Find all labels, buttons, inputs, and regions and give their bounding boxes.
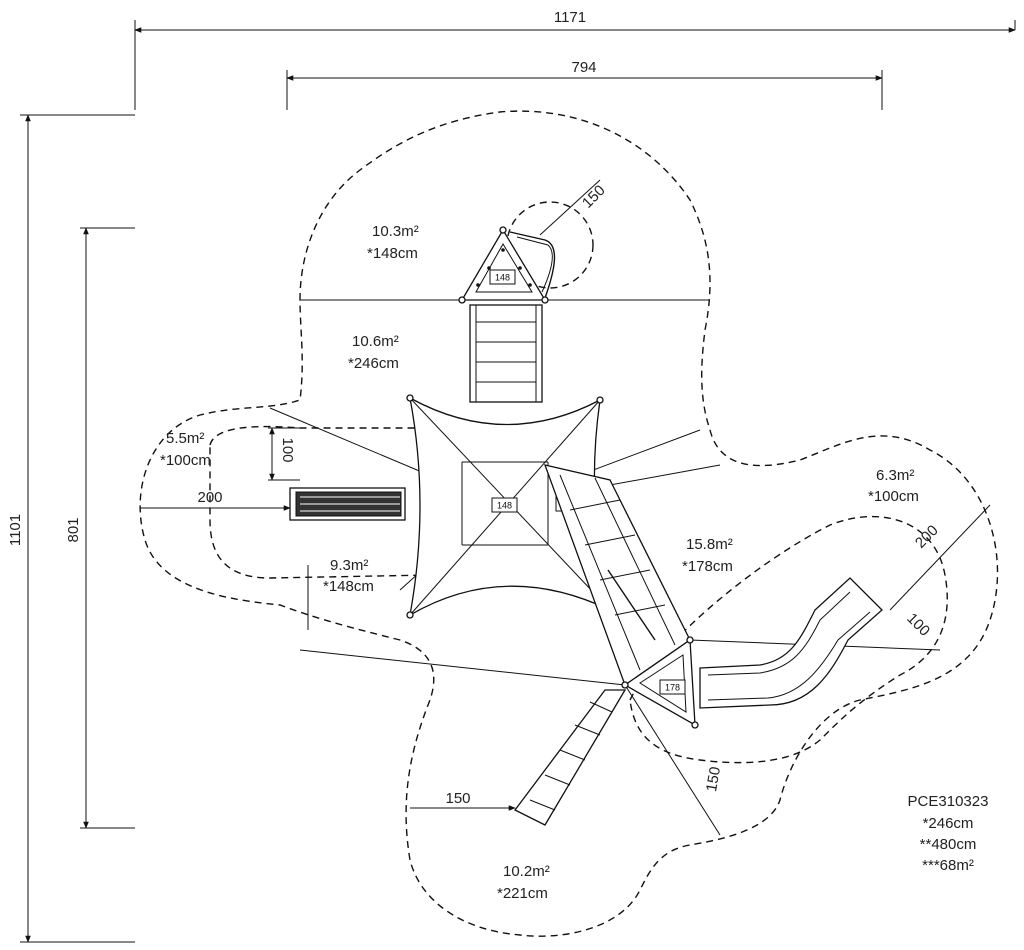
svg-text:10.2m²: 10.2m² <box>503 863 550 880</box>
product-code: PCE310323 <box>908 793 989 810</box>
svg-text:100: 100 <box>279 437 296 462</box>
top-tower: 148 <box>458 226 556 304</box>
svg-text:5.5m²: 5.5m² <box>166 430 204 447</box>
dim-100-right: 100 <box>903 610 933 640</box>
zone-label-z1: 10.3m² *148cm <box>367 223 419 262</box>
zone-label-z6: 6.3m² *100cm <box>868 467 919 505</box>
svg-text:150: 150 <box>579 182 609 212</box>
impact-area-left-slide <box>209 425 551 579</box>
product-info: PCE310323 *246cm **480cm ***68m² <box>908 793 989 874</box>
dim-150-bottom-left: 150 <box>410 790 516 811</box>
dim-200-left: 200 <box>140 489 291 511</box>
product-fall-height: **480cm <box>920 836 977 853</box>
svg-text:10.3m²: 10.3m² <box>372 223 419 240</box>
dimension-inner-height: 801 <box>65 227 135 829</box>
dim-150-top: 150 <box>579 182 609 212</box>
svg-text:*178cm: *178cm <box>682 558 733 575</box>
svg-text:150: 150 <box>445 790 470 807</box>
dim-150-bottom-right: 150 <box>703 765 724 793</box>
dimension-overall-height: 1101 <box>7 114 135 943</box>
zone-label-z7: 10.2m² *221cm <box>497 863 550 902</box>
dim-label-overall-height: 1101 <box>7 514 24 546</box>
dim-100-left: 100 <box>268 427 300 481</box>
svg-text:100: 100 <box>903 610 933 640</box>
central-roof: 148 148 <box>406 394 614 619</box>
platform-tag-center: 148 <box>497 501 512 511</box>
platform-tag-lower: 178 <box>665 683 680 693</box>
zone-label-z3: 5.5m² *100cm <box>160 430 211 469</box>
lower-tower: 178 <box>621 636 699 729</box>
platform-tag-top: 148 <box>495 273 510 283</box>
svg-text:15.8m²: 15.8m² <box>686 536 733 553</box>
left-slide <box>289 487 406 521</box>
zone-label-z4: 9.3m² *148cm <box>323 557 374 595</box>
dim-label-overall-width: 1171 <box>554 9 586 26</box>
svg-text:*100cm: *100cm <box>868 488 919 505</box>
svg-text:200: 200 <box>197 489 222 506</box>
right-slide <box>699 577 883 709</box>
svg-text:200: 200 <box>912 522 942 552</box>
lower-left-ladder <box>514 689 627 826</box>
svg-text:*100cm: *100cm <box>160 452 211 469</box>
product-free-height: *246cm <box>923 815 974 832</box>
svg-text:150: 150 <box>703 765 724 793</box>
safety-zone-outline <box>139 110 999 937</box>
svg-text:*221cm: *221cm <box>497 885 548 902</box>
svg-text:*148cm: *148cm <box>323 578 374 595</box>
dimension-inner-width: 794 <box>286 59 883 110</box>
dim-label-inner-width: 794 <box>571 59 596 76</box>
dim-200-right: 200 <box>912 522 942 552</box>
svg-text:6.3m²: 6.3m² <box>876 467 914 484</box>
svg-text:10.6m²: 10.6m² <box>352 333 399 350</box>
top-ladder <box>469 304 543 403</box>
impact-area-right-slide <box>629 515 948 764</box>
product-area: ***68m² <box>922 857 974 874</box>
svg-text:*148cm: *148cm <box>367 245 418 262</box>
dim-label-inner-height: 801 <box>65 517 82 542</box>
zone-label-z2: 10.6m² *246cm <box>348 333 399 372</box>
dimension-overall-width: 1171 <box>134 9 1016 110</box>
svg-text:*246cm: *246cm <box>348 355 399 372</box>
zone-label-z5: 15.8m² *178cm <box>682 536 733 575</box>
svg-text:9.3m²: 9.3m² <box>330 557 368 574</box>
